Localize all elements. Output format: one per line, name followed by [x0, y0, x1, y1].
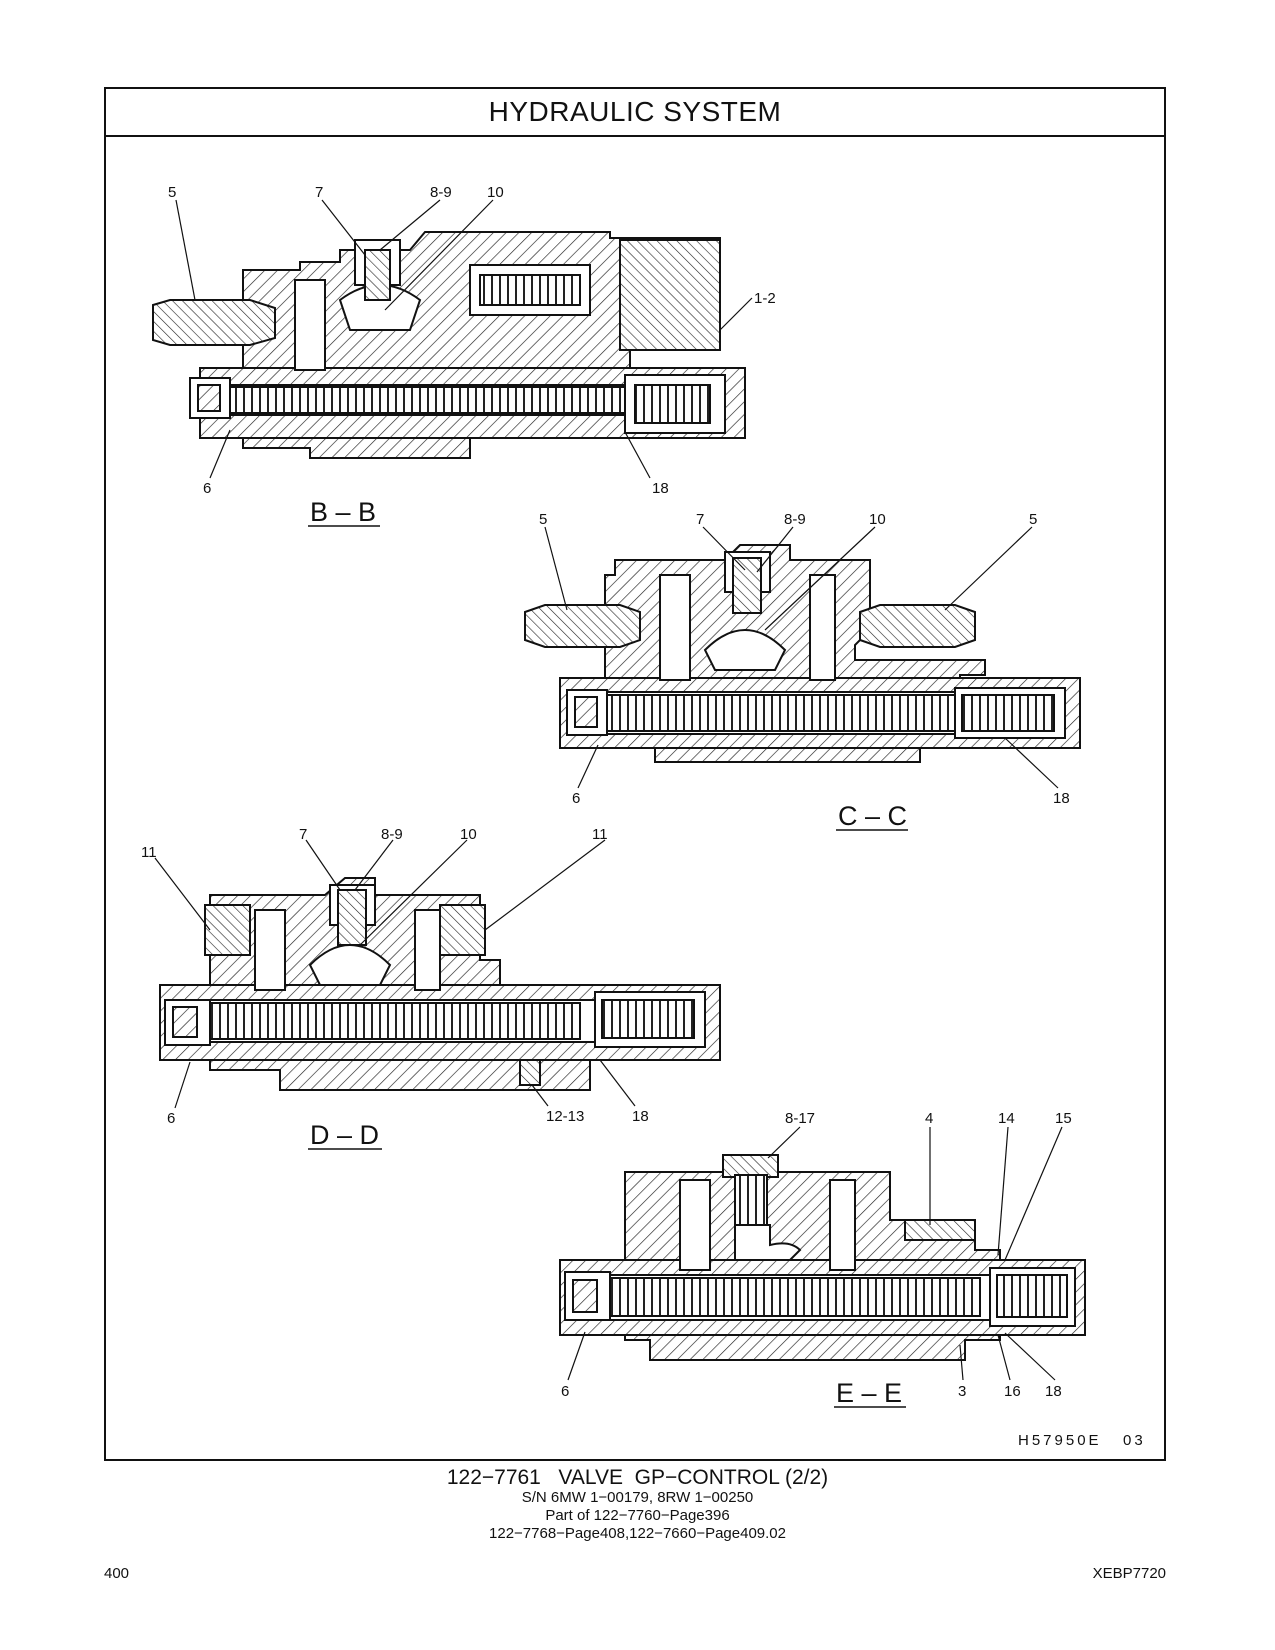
callout: 18 [1053, 790, 1070, 807]
section-bb-drawing [152, 231, 746, 459]
callout: 8-9 [381, 826, 403, 843]
section-title-ee: E – E [836, 1378, 902, 1408]
callout: 11 [141, 844, 157, 861]
illustration-code: H57950E 03 [1018, 1432, 1146, 1449]
callout: 6 [167, 1110, 175, 1127]
callout: 18 [1045, 1383, 1062, 1400]
callout: 10 [487, 184, 504, 201]
callout: 4 [925, 1110, 933, 1127]
callout: 18 [652, 480, 669, 497]
callout: 16 [1004, 1383, 1021, 1400]
callout: 5 [1029, 511, 1037, 528]
section-title-cc: C – C [838, 801, 907, 831]
section-title-dd: D – D [310, 1120, 379, 1150]
callout: 7 [696, 511, 704, 528]
callout: 15 [1055, 1110, 1072, 1127]
callout: 3 [958, 1383, 966, 1400]
callout: 10 [869, 511, 886, 528]
callout: 6 [203, 480, 211, 497]
page-number: 400 [104, 1565, 130, 1582]
title-bar: HYDRAULIC SYSTEM [106, 89, 1164, 137]
section-dd-drawing [159, 877, 721, 1091]
dd-callouts: 11 7 8-9 10 11 6 12-13 18 D – D [141, 826, 649, 1150]
callout: 6 [572, 790, 580, 807]
callout: 8-17 [785, 1110, 815, 1127]
leader-lines [154, 199, 1063, 1381]
callout: 8-9 [430, 184, 452, 201]
caption-part-of: Part of 122−7760−Page396 [545, 1507, 730, 1524]
caption-title: 122−7761 VALVE GP−CONTROL (2/2) [446, 1466, 829, 1489]
section-title-bb: B – B [310, 497, 376, 527]
callout: 5 [168, 184, 176, 201]
caption-references: 122−7768−Page408,122−7660−Page409.02 [489, 1525, 786, 1542]
callout: 8-9 [784, 511, 806, 528]
callout: 6 [561, 1383, 569, 1400]
section-cc-drawing [524, 544, 1081, 763]
callout: 14 [998, 1110, 1015, 1127]
callout: 7 [315, 184, 323, 201]
page-title: HYDRAULIC SYSTEM [488, 96, 782, 127]
callout: 11 [592, 826, 608, 843]
ee-callouts: 8-17 4 14 15 6 3 16 18 E – E [561, 1110, 1072, 1408]
callout: 7 [299, 826, 307, 843]
callout: 1-2 [754, 290, 776, 307]
callout: 18 [632, 1108, 649, 1125]
callout: 5 [539, 511, 547, 528]
callout: 12-13 [546, 1108, 584, 1125]
caption-serial: S/N 6MW 1−00179, 8RW 1−00250 [521, 1489, 754, 1506]
bb-callouts: 5 7 8-9 10 1-2 6 18 B – B [168, 184, 776, 527]
document-code: XEBP7720 [1092, 1565, 1166, 1582]
cc-callouts: 5 7 8-9 10 5 6 18 C – C [539, 511, 1070, 831]
section-ee-drawing [559, 1154, 1086, 1361]
callout: 10 [460, 826, 477, 843]
illustration-frame: HYDRAULIC SYSTEM [104, 87, 1166, 1461]
